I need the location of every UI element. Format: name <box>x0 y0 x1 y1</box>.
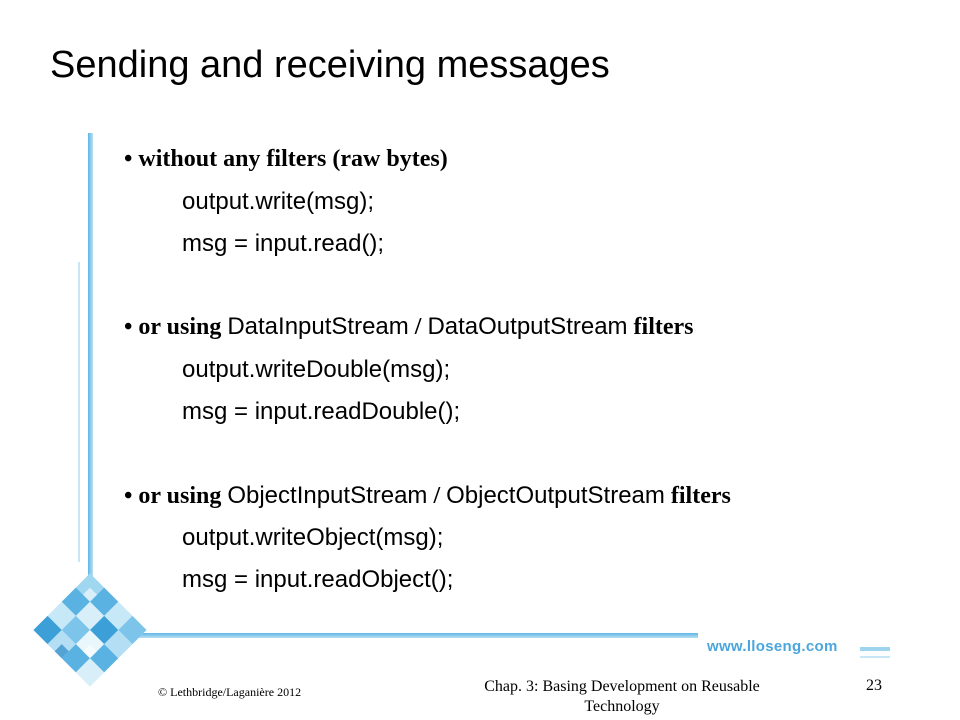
bullet-3: • or using ObjectInputStream / ObjectOut… <box>124 482 731 510</box>
copyright-footer: © Lethbridge/Laganière 2012 <box>158 685 302 699</box>
slide-title: Sending and receiving messages <box>50 44 610 86</box>
bullet-3-outro: filters <box>670 483 731 509</box>
code-line: msg = input.readObject(); <box>182 566 454 593</box>
frame-vertical-line <box>88 133 93 628</box>
separator: / <box>433 483 441 509</box>
bullet-marker: • <box>124 314 133 340</box>
chapter-line-1: Chap. 3: Basing Development on Reusable <box>484 678 760 695</box>
code-line: output.writeObject(msg); <box>182 524 444 551</box>
bullet-1-text: without any filters (raw bytes) <box>138 146 448 172</box>
code-line: output.write(msg); <box>182 188 375 215</box>
bullet-marker: • <box>124 146 133 172</box>
bullet-2-outro: filters <box>633 314 694 340</box>
bullet-1: • without any filters (raw bytes) <box>124 146 448 173</box>
page-number: 23 <box>866 677 882 694</box>
code-line: msg = input.read(); <box>182 230 385 257</box>
chapter-line-2: Technology <box>584 698 660 715</box>
class-name: ObjectOutputStream <box>446 482 665 509</box>
frame-horizontal-line <box>128 633 698 638</box>
code-line: output.writeDouble(msg); <box>182 356 451 383</box>
bullet-2-intro: or using <box>138 314 222 340</box>
class-name: ObjectInputStream <box>227 482 428 509</box>
chapter-footer: Chap. 3: Basing Development on Reusable … <box>452 677 792 717</box>
frame-horizontal-line-right-thin <box>860 656 890 658</box>
code-line: msg = input.readDouble(); <box>182 398 461 425</box>
frame-vertical-line-thin <box>78 262 80 562</box>
bullet-2: • or using DataInputStream / DataOutputS… <box>124 313 694 341</box>
frame-horizontal-line-right <box>860 647 890 651</box>
class-name: DataOutputStream <box>427 313 628 340</box>
bullet-marker: • <box>124 483 133 509</box>
separator: / <box>414 314 422 340</box>
website-url: www.lloseng.com <box>707 638 838 655</box>
class-name: DataInputStream <box>227 313 409 340</box>
mosaic-logo <box>33 573 147 687</box>
bullet-3-intro: or using <box>138 483 222 509</box>
